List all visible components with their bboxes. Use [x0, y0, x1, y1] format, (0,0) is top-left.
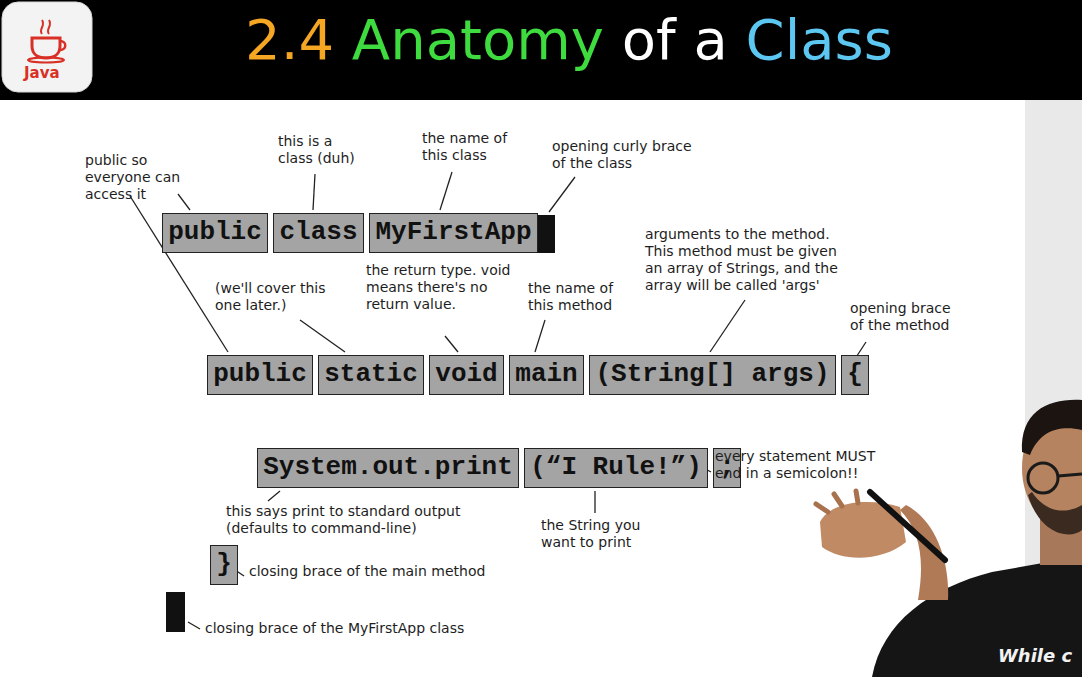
code-token-box: void: [429, 355, 504, 395]
annotation: this is a class (duh): [278, 133, 368, 167]
code-token: public: [213, 356, 307, 393]
annotation: opening curly brace of the class: [552, 138, 702, 172]
presenter: [816, 400, 1082, 677]
code-token: main: [515, 356, 577, 393]
code-token-box: public: [162, 213, 268, 253]
code-token-box: MyFirstApp: [369, 213, 538, 253]
shirt-print: While c: [998, 645, 1072, 666]
code-token-box: }: [210, 545, 238, 585]
code-token-box: (String[] args): [589, 355, 836, 395]
code-token: void: [435, 356, 497, 393]
annotation: the String you want to print: [541, 517, 663, 551]
annotation: the return type. void means there's no r…: [366, 262, 518, 313]
logo-text: Java: [24, 64, 60, 82]
code-token: class: [279, 214, 357, 251]
code-token: static: [324, 356, 418, 393]
code-token-box: {: [841, 355, 869, 395]
code-token-box: static: [318, 355, 424, 395]
class-close-brace: [166, 592, 185, 632]
annotation: public so everyone can access it: [85, 152, 215, 203]
code-token: }: [216, 546, 232, 583]
title-band: [0, 0, 1082, 100]
java-logo: [2, 2, 92, 92]
annotation: (we'll cover this one later.): [215, 280, 355, 314]
code-token: MyFirstApp: [375, 214, 531, 251]
code-token-box: System.out.print: [257, 448, 519, 488]
code-token: System.out.print: [263, 449, 513, 486]
code-token: (“I Rule!”): [530, 449, 702, 486]
code-token: {: [847, 356, 863, 393]
slide-panel: [0, 100, 1025, 677]
code-token: (String[] args): [595, 356, 829, 393]
annotation: the name of this class: [422, 130, 522, 164]
code-token-box: public: [207, 355, 313, 395]
code-token-box: main: [509, 355, 584, 395]
annotation: closing brace of the MyFirstApp class: [205, 620, 464, 637]
code-token: public: [168, 214, 262, 251]
annotation: every statement MUST end in a semicolon!…: [715, 448, 895, 482]
annotation: closing brace of the main method: [249, 563, 485, 580]
annotation: this says print to standard output (defa…: [226, 503, 498, 537]
annotation: arguments to the method. This method mus…: [645, 226, 857, 294]
leader-lines: [130, 172, 866, 629]
code-token-box: class: [273, 213, 364, 253]
class-open-brace: [536, 215, 555, 253]
slide-title: 2.4 Anatomy of a Class: [245, 8, 893, 72]
annotation: opening brace of the method: [850, 300, 960, 334]
code-token-box: (“I Rule!”): [524, 448, 708, 488]
annotation: the name of this method: [528, 280, 624, 314]
